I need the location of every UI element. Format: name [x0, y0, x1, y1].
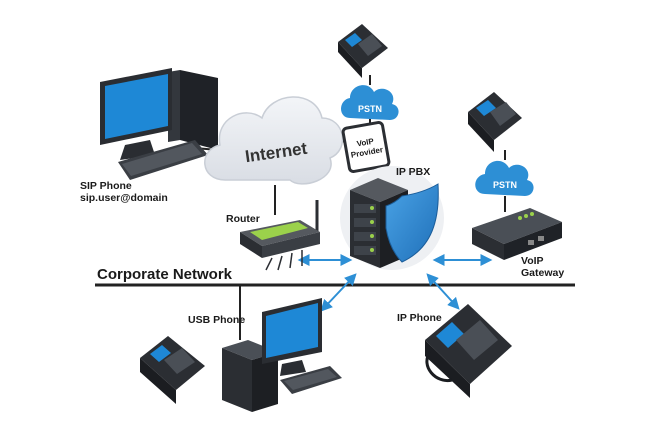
usb-phone-label: USB Phone: [188, 314, 246, 326]
sip-phone-address: sip.user@domain: [80, 192, 168, 204]
monitor-screen: [105, 74, 168, 139]
right-desk-phone-icon: [468, 92, 522, 152]
pstn-label-right: PSTN: [493, 180, 517, 190]
ip-desk-phone-icon: [425, 304, 512, 398]
corporate-network-label: Corporate Network: [97, 266, 233, 283]
voip-gateway-label: VoIP Gateway: [521, 255, 564, 279]
voip-gateway-icon: [472, 208, 562, 260]
voip-gateway-line-2: Gateway: [521, 267, 565, 279]
router-label: Router: [226, 213, 260, 225]
internet-cloud-icon: [204, 96, 344, 185]
usb-desk-phone-icon: [140, 336, 205, 404]
ip-phone-label: IP Phone: [397, 312, 442, 324]
workstation-screen: [266, 303, 318, 358]
router-icon: [240, 200, 320, 271]
top-desk-phone-icon: [338, 24, 388, 78]
security-shield-icon: [385, 183, 439, 263]
pstn-label-top: PSTN: [358, 104, 382, 114]
voip-provider-label-1: VoIP: [356, 137, 375, 149]
pstn-cloud-icon: [341, 85, 399, 120]
ip-pbx-label: IP PBX: [396, 166, 431, 178]
pbx-arrows: [297, 254, 493, 312]
pstn-cloud-right-icon: [475, 160, 534, 196]
sip-phone-title: SIP Phone: [80, 180, 132, 192]
voip-provider-box: [341, 120, 391, 174]
sip-phone-computer: [100, 68, 218, 180]
workstation-icon: [222, 298, 342, 412]
sip-phone-label: SIP Phone sip.user@domain: [80, 180, 168, 204]
voip-gateway-line-1: VoIP: [521, 255, 544, 267]
